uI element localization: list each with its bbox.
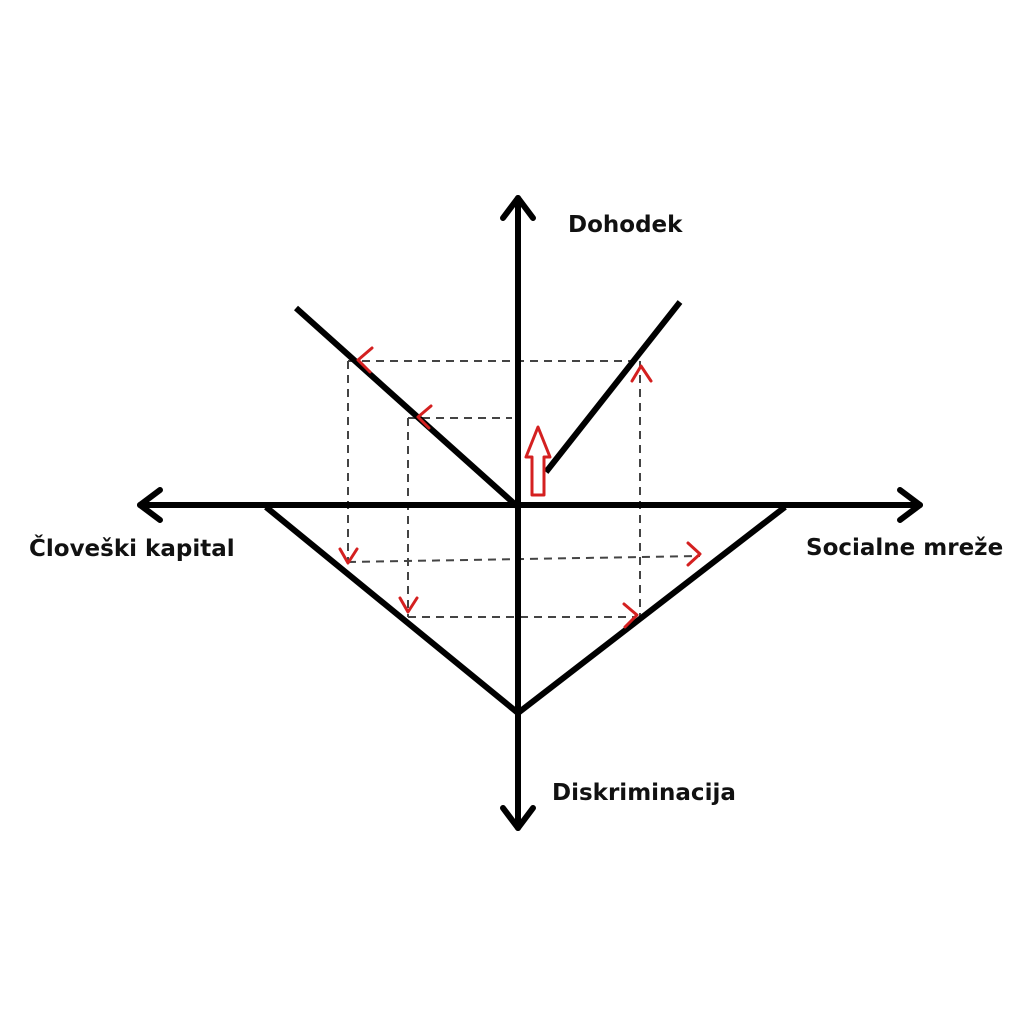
discrimination-human-capital-line (264, 504, 520, 716)
axes (137, 195, 923, 831)
guide-outer-bottom (347, 555, 701, 563)
social-networks-axis-label: Socialne mreže (806, 535, 1003, 561)
income-up-arrow-icon (524, 425, 552, 497)
human-capital-axis-label: Človeški kapital (29, 534, 235, 562)
horizontal-axis-left-arrowhead (137, 487, 163, 523)
discrimination-axis-label: Diskriminacija (552, 780, 736, 806)
chevron-right-icon (622, 602, 639, 629)
chevron-down-icon (338, 547, 359, 565)
chevron-left-icon (356, 346, 374, 374)
red-direction-markers (338, 346, 702, 629)
income-social-network-line (543, 300, 683, 474)
axis-labels: Dohodek Človeški kapital Socialne mreže … (29, 212, 1003, 806)
chevron-up-icon (630, 364, 653, 383)
chevron-left-icon (416, 404, 433, 430)
vertical-axis-top-arrowhead (500, 195, 536, 221)
vertical-axis-bottom-arrowhead (500, 805, 536, 831)
chevron-right-icon (686, 541, 702, 567)
horizontal-axis-right-arrowhead (897, 487, 923, 523)
income-human-capital-line (293, 305, 521, 510)
income-axis-label: Dohodek (568, 212, 683, 238)
curves (264, 300, 787, 716)
guide-lines (347, 360, 701, 618)
discrimination-social-network-line (516, 504, 787, 716)
chevron-down-icon (398, 596, 419, 614)
